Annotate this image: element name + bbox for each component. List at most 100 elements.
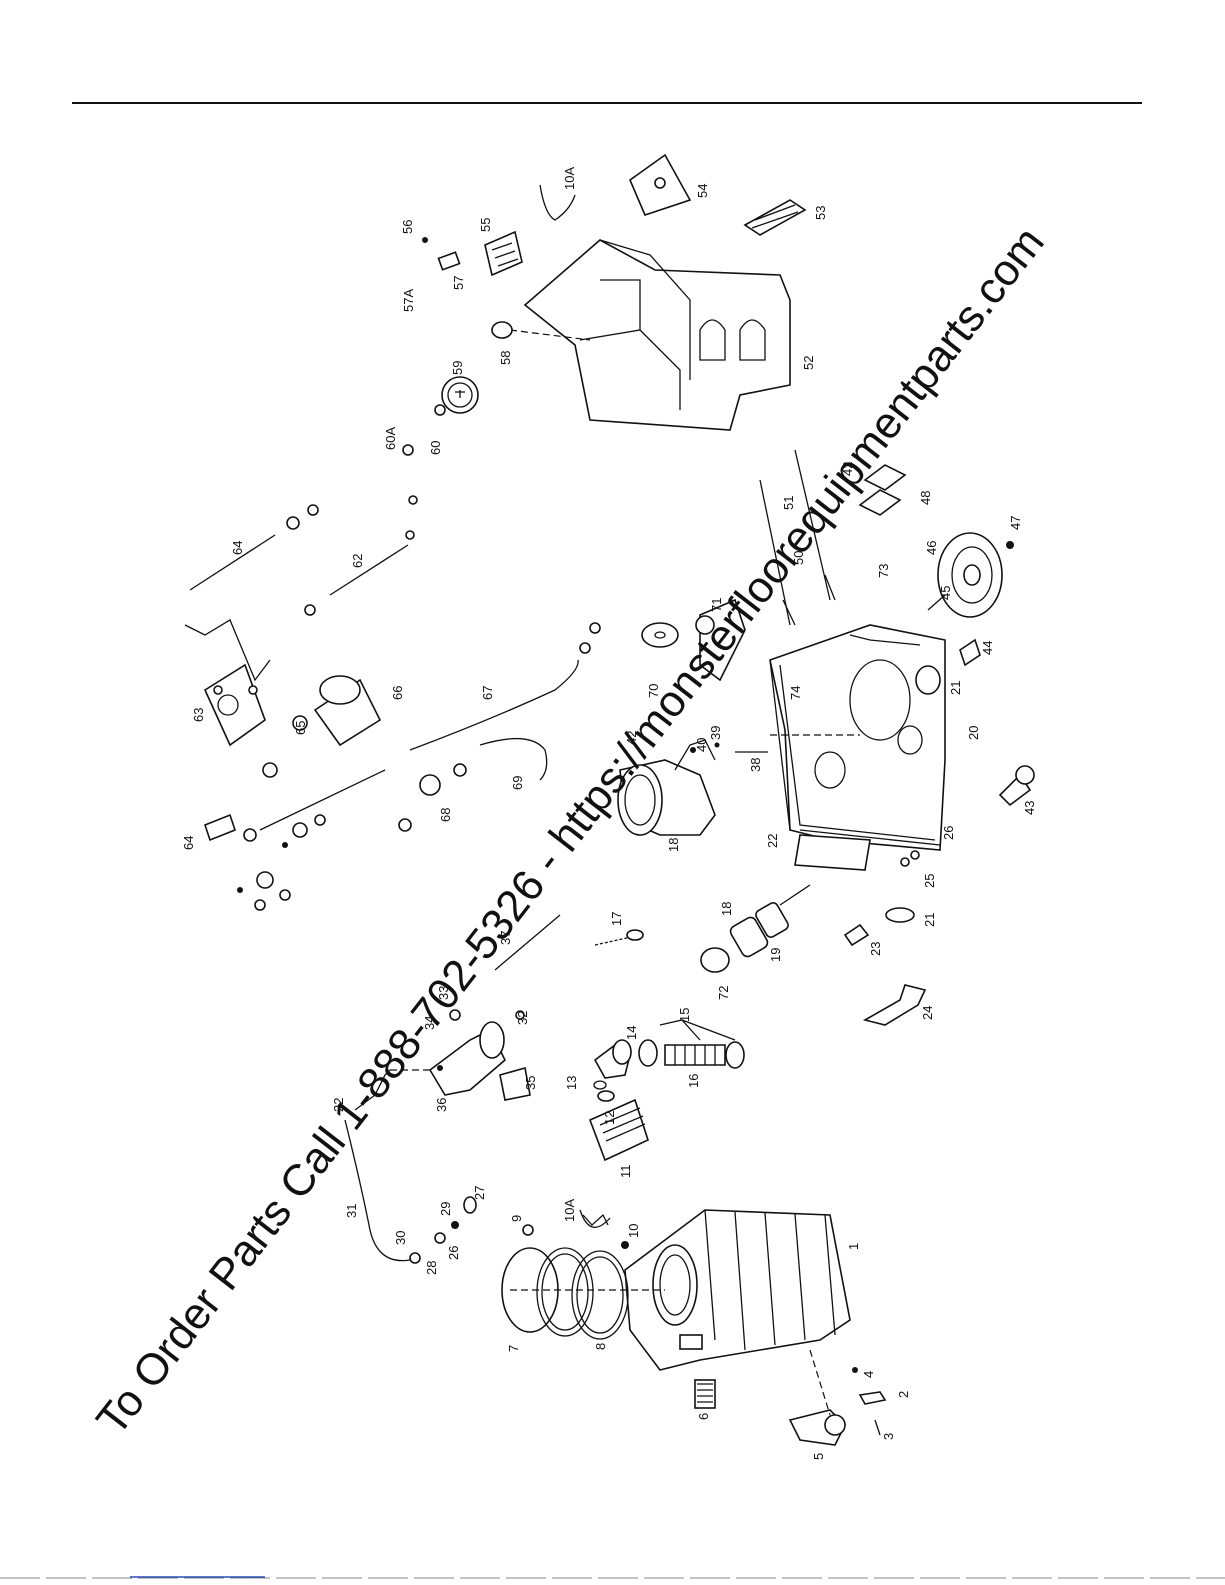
callout-42-hinge: 42 [840,462,855,476]
callout-65: 65 [293,721,308,735]
callout-18-motor: 18 [666,838,681,852]
callout-2: 2 [896,1391,911,1398]
callout-35: 35 [523,1076,538,1090]
callout-38: 38 [748,758,763,772]
callout-60: 60 [428,441,443,455]
hose-69 [479,737,548,781]
callout-26-base: 26 [941,826,956,840]
callout-7: 7 [506,1345,521,1352]
callout-labels: 1 2 3 4 5 6 7 8 9 10 10A 10A 11 12 13 14… [181,167,1037,1460]
callout-71: 71 [709,598,724,612]
callout-42-motor: 42 [624,731,639,745]
callout-16: 16 [686,1074,701,1088]
rod-37 [494,914,561,971]
callout-29: 29 [438,1202,453,1216]
callout-23: 23 [868,942,883,956]
motor-parts-19 [700,884,811,973]
wheel-46 [927,532,1014,618]
callout-59: 59 [450,361,465,375]
callout-53: 53 [813,206,828,220]
gauge-59 [402,376,479,456]
callout-12: 12 [602,1111,617,1125]
tank-hardware [522,1209,629,1249]
screw-38 [690,742,768,753]
callout-6: 6 [696,1413,711,1420]
callout-22-hose: 22 [331,1098,346,1112]
callout-57a: 57A [401,289,416,312]
recovery-tank [624,1209,851,1371]
fasteners-25-26 [900,850,920,867]
callout-10a-upper: 10A [562,167,577,190]
callout-9: 9 [509,1215,524,1222]
callout-73: 73 [876,564,891,578]
hose-62 [304,495,418,616]
callout-60a: 60A [383,427,398,450]
callout-39: 39 [708,726,723,740]
callout-27: 27 [472,1186,487,1200]
callout-17: 17 [609,912,624,926]
callout-67: 67 [480,686,495,700]
callout-13: 13 [564,1076,579,1090]
callout-52: 52 [801,356,816,370]
callout-64-lower: 64 [181,836,196,850]
callout-28: 28 [424,1261,439,1275]
callout-55: 55 [478,218,493,232]
hook-10A [539,184,576,221]
callout-57: 57 [451,276,466,290]
callout-26-hose: 26 [446,1246,461,1260]
callout-47: 47 [1008,516,1023,530]
callout-21-upper: 21 [948,681,963,695]
callout-63: 63 [191,708,206,722]
hose-31 [344,1119,477,1264]
plates-53-54 [629,153,807,236]
callout-21-lower: 21 [922,913,937,927]
callout-8: 8 [593,1343,608,1350]
callout-20: 20 [966,726,981,740]
hinge-48 [858,464,907,516]
pump-36 [354,1009,531,1111]
solenoid-66 [292,675,382,747]
callout-51: 51 [781,496,796,510]
bracket-44 [959,638,981,667]
callout-66: 66 [390,686,405,700]
callout-11: 11 [618,1165,633,1179]
callout-14: 14 [624,1026,639,1040]
callout-30: 30 [393,1231,408,1245]
callout-45: 45 [938,586,953,600]
rods-50-51 [759,449,836,626]
callout-43: 43 [1022,801,1037,815]
callout-58: 58 [498,351,513,365]
callout-1: 1 [846,1243,861,1250]
callout-15: 15 [677,1008,692,1022]
chain-17 [594,929,644,946]
callout-50: 50 [791,551,806,565]
callout-40: 40 [694,738,709,752]
callout-46: 46 [924,541,939,555]
callout-4: 4 [861,1371,876,1378]
chassis-base-20 [769,624,946,871]
callout-54: 54 [695,184,710,198]
misc-brackets [843,907,927,1026]
callout-37: 37 [498,931,513,945]
pivot-parts [641,598,746,682]
callout-32: 32 [515,1011,530,1025]
callout-70: 70 [646,684,661,698]
inlet-filter-parts [588,1019,745,1162]
callout-64-upper: 64 [230,541,245,555]
fitting-68 [398,763,467,832]
vacuum-motor-18 [617,739,716,836]
callout-24: 24 [920,1006,935,1020]
callout-22-base: 22 [765,834,780,848]
callout-56: 56 [400,220,415,234]
callout-3: 3 [881,1433,896,1440]
callout-10: 10 [626,1224,641,1238]
callout-25: 25 [922,874,937,888]
callout-69: 69 [510,776,525,790]
drain-valve-parts [694,1349,887,1446]
bracket-63 [184,619,271,747]
solution-tank-52 [491,239,791,431]
tank-lid-gaskets [501,1247,665,1340]
callout-33: 33 [436,986,451,1000]
hose-64-upper [189,504,319,591]
